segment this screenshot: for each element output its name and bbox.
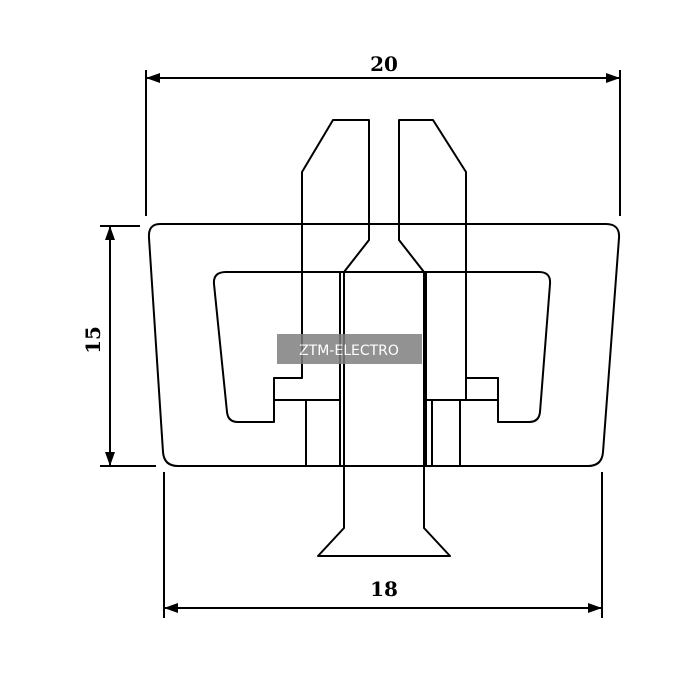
watermark: ZTM-ELECTRO	[277, 334, 422, 364]
dimension-top: 20	[145, 52, 621, 216]
dimension-left: 15	[81, 225, 156, 467]
dimension-bottom-label: 18	[370, 577, 398, 601]
center-pin	[317, 271, 451, 557]
dimension-left-label: 15	[81, 326, 105, 354]
dimension-top-label: 20	[370, 52, 398, 76]
dimension-bottom: 18	[163, 472, 603, 618]
cavity	[305, 399, 461, 467]
clip-left-leg	[273, 119, 370, 467]
watermark-text: ZTM-ELECTRO	[299, 343, 399, 359]
clip-right-leg	[398, 119, 499, 467]
